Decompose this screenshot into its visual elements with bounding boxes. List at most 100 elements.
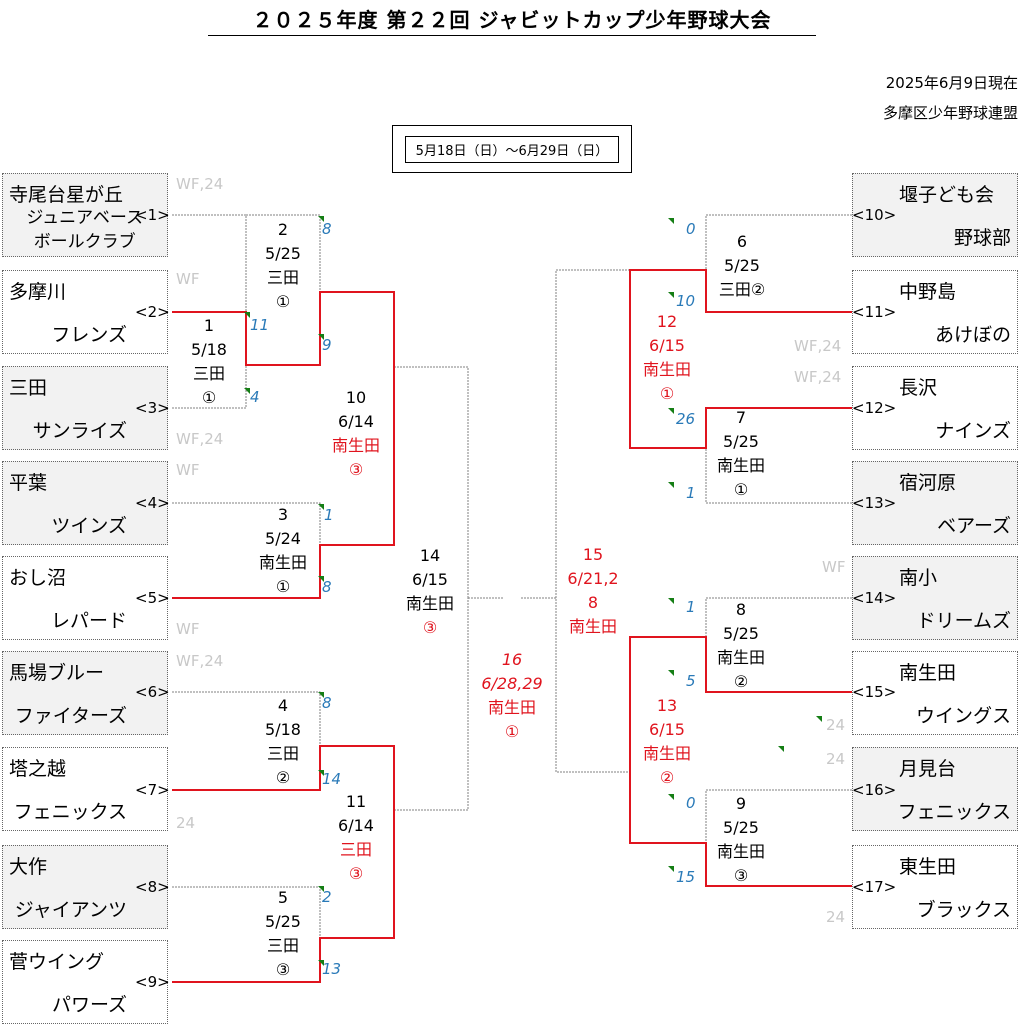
team-2: 多摩川 フレンズ — [2, 270, 168, 354]
note-14: WF — [822, 558, 846, 576]
score-m7-t12: 26 — [676, 410, 696, 428]
note-17: 24 — [826, 908, 846, 926]
flag-icon — [318, 886, 324, 892]
flag-icon — [318, 576, 324, 582]
note-16: 24 — [826, 750, 846, 768]
seed-10: <10> — [852, 206, 897, 224]
score-m4-t7: 14 — [322, 770, 342, 788]
period-box: 5月18日（日）～6月29日（日） — [392, 125, 632, 173]
flag-icon — [668, 794, 674, 800]
team-14: 南小 ドリームズ — [852, 556, 1018, 640]
seed-17: <17> — [852, 878, 897, 896]
score-m2-w1: 9 — [322, 336, 332, 354]
line-m10-out — [394, 366, 469, 598]
team-13: 宿河原 ベアーズ — [852, 461, 1018, 545]
flag-icon — [244, 388, 250, 394]
seed-3: <3> — [135, 399, 170, 417]
flag-icon — [318, 960, 324, 966]
note-11: WF,24 — [794, 337, 842, 355]
score-m6-t10: 0 — [686, 220, 696, 238]
note-2: WF — [176, 270, 200, 288]
score-m9-t16: 0 — [686, 794, 696, 812]
seed-2: <2> — [135, 303, 170, 321]
line-m2-top — [246, 214, 321, 292]
flag-icon — [244, 312, 250, 318]
flag-icon — [668, 598, 674, 604]
line-t13 — [705, 408, 852, 504]
line-t4 — [172, 502, 321, 545]
team-1: 寺尾台星が丘 ジュニアベース ボールクラブ — [2, 173, 168, 257]
seed-9: <9> — [135, 973, 170, 991]
score-m2-t1: 8 — [322, 220, 332, 238]
score-m1-t3: 4 — [250, 388, 260, 406]
team-10: 堰子ども会 野球部 — [852, 173, 1018, 257]
score-m6-t11: 10 — [676, 292, 696, 310]
note-5: WF — [176, 620, 200, 638]
team-11: 中野島 あけぼの — [852, 270, 1018, 354]
seed-14: <14> — [852, 589, 897, 607]
score-m8-t14: 1 — [686, 598, 696, 616]
note-15: 24 — [826, 716, 846, 734]
team-17: 東生田 ブラックス — [852, 845, 1018, 929]
seed-13: <13> — [852, 494, 897, 512]
flag-icon — [318, 216, 324, 222]
team-7: 塔之越 フェニックス — [2, 747, 168, 831]
team-4: 平葉 ツインズ — [2, 461, 168, 545]
team-12: 長沢 ナインズ — [852, 366, 1018, 450]
flag-icon — [668, 218, 674, 224]
note-3: WF,24 — [176, 430, 224, 448]
team-3: 三田 サンライズ — [2, 366, 168, 450]
score-m5-t8: 2 — [322, 888, 332, 906]
flag-icon — [668, 482, 674, 488]
flag-icon — [778, 746, 784, 752]
score-m7-t13: 1 — [686, 484, 696, 502]
seed-8: <8> — [135, 878, 170, 896]
score-m8-t15: 5 — [686, 672, 696, 690]
team-5: おし沼 レパード — [2, 556, 168, 640]
line-m11-out — [394, 598, 469, 811]
note-6: WF,24 — [176, 652, 224, 670]
line-m15 — [555, 368, 630, 773]
score-m9-t17: 15 — [676, 868, 696, 886]
flag-icon — [318, 504, 324, 510]
line-m15-top — [555, 269, 630, 368]
note-12: WF,24 — [794, 368, 842, 386]
score-m5-t9: 13 — [322, 960, 342, 978]
seed-6: <6> — [135, 683, 170, 701]
note-4: WF — [176, 461, 200, 479]
score-m4-t6: 8 — [322, 694, 332, 712]
seed-16: <16> — [852, 781, 897, 799]
seed-15: <15> — [852, 683, 897, 701]
line-t1 — [172, 214, 247, 312]
flag-icon — [816, 716, 822, 722]
flag-icon — [668, 408, 674, 414]
as-of-date: 2025年6月9日現在 — [885, 74, 1018, 92]
team-15: 南生田 ウイングス — [852, 651, 1018, 735]
team-8: 大作 ジャイアンツ — [2, 845, 168, 929]
flag-icon — [318, 692, 324, 698]
flag-icon — [668, 292, 674, 298]
note-1: WF,24 — [176, 175, 224, 193]
team-9: 菅ウイング パワーズ — [2, 940, 168, 1024]
line-t14 — [705, 597, 852, 637]
seed-12: <12> — [852, 399, 897, 417]
score-m1-t2: 11 — [250, 316, 270, 334]
seed-11: <11> — [852, 303, 897, 321]
seed-4: <4> — [135, 494, 170, 512]
flag-icon — [668, 866, 674, 872]
note-7: 24 — [176, 814, 196, 832]
